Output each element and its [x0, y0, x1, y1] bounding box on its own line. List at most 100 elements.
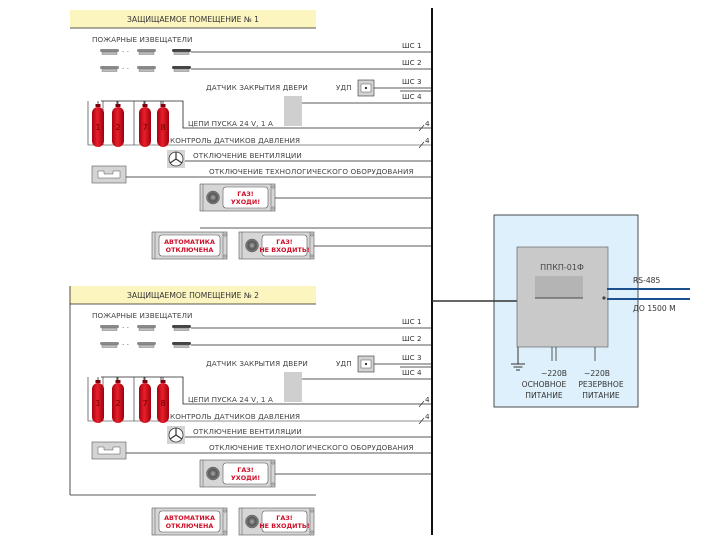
speaker-icon	[245, 238, 259, 253]
ppkp-panel-name: ППКП-01Ф	[540, 263, 584, 272]
loop-label-shc2: ШС 2	[402, 58, 422, 67]
gas-cylinder-icon[interactable]: 2	[112, 377, 124, 423]
start-circuits-label: ЦЕПИ ПУСКА 24 V, 1 А	[188, 119, 273, 128]
manual-start-button-icon[interactable]	[357, 79, 375, 97]
smoke-detector-icon[interactable]	[172, 342, 191, 348]
gas-cylinder-icon[interactable]: 1	[92, 377, 104, 423]
ppkp-terminal	[602, 296, 606, 300]
smoke-detector-icon[interactable]	[172, 49, 191, 55]
speaker-icon	[245, 514, 259, 529]
pressure-control-label: КОНТРОЛЬ ДАТЧИКОВ ДАВЛЕНИЯ	[170, 136, 300, 145]
equipment-relay-icon[interactable]	[91, 441, 127, 460]
smoke-detector-icon[interactable]	[137, 325, 156, 331]
rs485-label: RS-485	[633, 276, 660, 285]
ventilation-label: ОТКЛЮЧЕНИЕ ВЕНТИЛЯЦИИ	[193, 151, 302, 160]
equipment-relay-icon[interactable]	[91, 165, 127, 184]
cylinder-number: 8	[160, 399, 165, 408]
detectors-label: ПОЖАРНЫЕ ИЗВЕЩАТЕЛИ	[92, 35, 192, 44]
sign-text-line-1: ГАЗ!	[237, 466, 254, 474]
ventilation-fan-icon[interactable]	[167, 150, 185, 168]
distance-label: ДО 1500 М	[633, 304, 676, 313]
ventilation-fan-icon[interactable]	[167, 426, 185, 444]
sign-gas-leave[interactable]: ГАЗ!УХОДИ!	[199, 459, 276, 488]
door-sensor-label: ДАТЧИК ЗАКРЫТИЯ ДВЕРИ	[206, 83, 308, 92]
wire-count-label: 4	[425, 395, 430, 404]
gas-cylinder-icon[interactable]: 7	[139, 101, 151, 147]
speaker-icon	[206, 466, 220, 481]
smoke-detector-icon[interactable]	[137, 66, 156, 72]
manual-start-button-icon[interactable]	[357, 355, 375, 373]
cylinder-number: 8	[160, 123, 165, 132]
sign-text-line-2: НЕ ВХОДИТЬ!	[259, 246, 309, 254]
pressure-control-label: КОНТРОЛЬ ДАТЧИКОВ ДАВЛЕНИЯ	[170, 412, 300, 421]
sign-text-line-1: АВТОМАТИКА	[164, 514, 215, 522]
main-power-label-1: ОСНОВНОЕ	[522, 380, 567, 389]
gas-cylinder-icon[interactable]: 8	[157, 101, 169, 147]
smoke-detector-icon[interactable]	[100, 325, 119, 331]
reserve-power-label-2: ПИТАНИЕ	[582, 391, 620, 400]
wire-count-label: 4	[425, 412, 430, 421]
cylinder-number: 1	[95, 123, 100, 132]
room-title: ЗАЩИЩАЕМОЕ ПОМЕЩЕНИЕ № 1	[127, 15, 259, 24]
cylinder-number: 2	[115, 123, 120, 132]
smoke-detector-icon[interactable]	[137, 342, 156, 348]
door-sensor-icon[interactable]	[284, 96, 302, 126]
wire-count-label: 4	[425, 119, 430, 128]
smoke-detector-icon[interactable]	[137, 49, 156, 55]
ellipsis: · ·	[122, 340, 129, 349]
sign-text-line-1: ГАЗ!	[237, 190, 254, 198]
ellipsis: · ·	[122, 47, 129, 56]
main-power-voltage: ~220В	[541, 369, 567, 378]
room-header	[70, 286, 316, 304]
sign-gas-do-not-enter[interactable]: ГАЗ!НЕ ВХОДИТЬ!	[238, 231, 315, 260]
gas-cylinder-icon[interactable]: 1	[92, 101, 104, 147]
ellipsis: · ·	[122, 323, 129, 332]
door-sensor-label: ДАТЧИК ЗАКРЫТИЯ ДВЕРИ	[206, 359, 308, 368]
smoke-detector-icon[interactable]	[172, 325, 191, 331]
smoke-detector-icon[interactable]	[100, 342, 119, 348]
room-header	[70, 10, 316, 28]
smoke-detector-icon[interactable]	[100, 66, 119, 72]
gas-cylinder-icon[interactable]: 8	[157, 377, 169, 423]
smoke-detector-icon[interactable]	[172, 66, 191, 72]
gas-cylinder-icon[interactable]: 7	[139, 377, 151, 423]
udp-label: УДП	[336, 83, 352, 92]
reserve-power-label-1: РЕЗЕРВНОЕ	[578, 380, 624, 389]
cylinder-number: 1	[95, 399, 100, 408]
loop-label-shc1: ШС 1	[402, 41, 422, 50]
smoke-detector-icon[interactable]	[100, 49, 119, 55]
sign-text-line-1: ГАЗ!	[276, 514, 293, 522]
cylinder-number: 7	[142, 123, 147, 132]
loop-label-shc4: ШС 4	[402, 92, 422, 101]
ellipsis: · ·	[122, 64, 129, 73]
udp-label: УДП	[336, 359, 352, 368]
gas-cylinder-icon[interactable]: 2	[112, 101, 124, 147]
loop-label-shc2: ШС 2	[402, 334, 422, 343]
sign-text-line-2: УХОДИ!	[231, 198, 260, 206]
room-title: ЗАЩИЩАЕМОЕ ПОМЕЩЕНИЕ № 2	[127, 291, 259, 300]
sign-text-line-2: ОТКЛЮЧЕНА	[166, 522, 214, 530]
loop-label-shc4: ШС 4	[402, 368, 422, 377]
sign-gas-leave[interactable]: ГАЗ!УХОДИ!	[199, 183, 276, 212]
equipment-shutdown-label: ОТКЛЮЧЕНИЕ ТЕХНОЛОГИЧЕСКОГО ОБОРУДОВАНИЯ	[209, 443, 414, 452]
reserve-power-voltage: ~220В	[584, 369, 610, 378]
ppkp-display	[535, 276, 583, 298]
sign-gas-do-not-enter[interactable]: ГАЗ!НЕ ВХОДИТЬ!	[238, 507, 315, 536]
cylinder-number: 7	[142, 399, 147, 408]
wire-count-label: 4	[425, 136, 430, 145]
sign-text-line-2: ОТКЛЮЧЕНА	[166, 246, 214, 254]
sign-text-line-2: НЕ ВХОДИТЬ!	[259, 522, 309, 530]
protected-room-1: ЗАЩИЩАЕМОЕ ПОМЕЩЕНИЕ № 1 ПОЖАРНЫЕ ИЗВЕЩАТ…	[70, 10, 432, 260]
door-sensor-icon[interactable]	[284, 372, 302, 402]
loop-label-shc1: ШС 1	[402, 317, 422, 326]
main-power-label-2: ПИТАНИЕ	[525, 391, 563, 400]
sign-text-line-1: ГАЗ!	[276, 238, 293, 246]
cylinder-number: 2	[115, 399, 120, 408]
equipment-shutdown-label: ОТКЛЮЧЕНИЕ ТЕХНОЛОГИЧЕСКОГО ОБОРУДОВАНИЯ	[209, 167, 414, 176]
speaker-icon	[206, 190, 220, 205]
sign-text-line-2: УХОДИ!	[231, 474, 260, 482]
ventilation-label: ОТКЛЮЧЕНИЕ ВЕНТИЛЯЦИИ	[193, 427, 302, 436]
